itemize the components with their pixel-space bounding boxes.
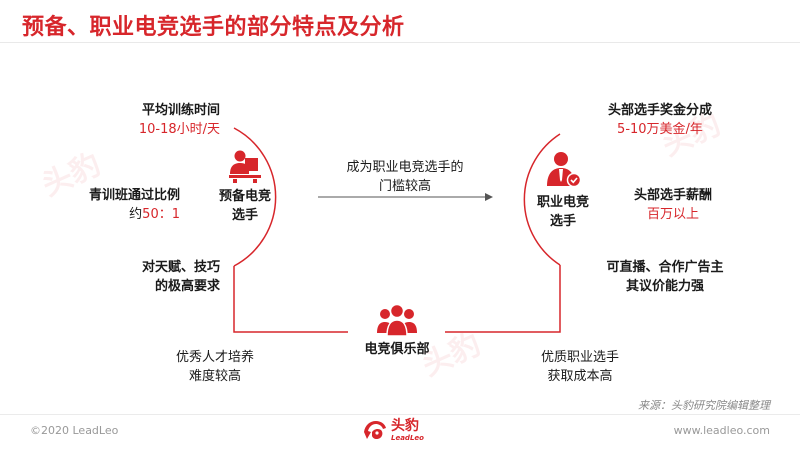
node-club-label: 电竞俱乐部	[364, 342, 430, 357]
right-arc	[523, 133, 561, 266]
node-prep-line1: 预备电竞	[218, 189, 271, 204]
logo-english-text: LeadLeo	[391, 433, 424, 442]
node-esports-club: 电竞俱乐部	[357, 303, 437, 359]
annotation-talent: 对天赋、技巧 的极高要求	[80, 258, 220, 296]
node-pro-line2: 选手	[549, 214, 576, 229]
pass-ratio-value: 50：1	[142, 207, 180, 222]
footer-copyright: ©2020 LeadLeo	[30, 424, 119, 437]
leopard-logo-icon	[364, 421, 386, 440]
annotation-salary: 头部选手薪酬 百万以上	[608, 186, 738, 224]
left-arc	[233, 127, 277, 267]
leadleo-logo: 头豹 LeadLeo	[362, 418, 424, 442]
node-prep-line2: 选手	[231, 208, 258, 223]
bonus-share-heading: 头部选手奖金分成	[607, 103, 712, 118]
node-prep-player: 预备电竞 选手	[205, 150, 285, 225]
talent-cultivation-line1: 优秀人才培养	[175, 350, 254, 365]
source-note: 来源：头豹研究院编辑整理	[638, 399, 770, 412]
acquisition-cost-line2: 获取成本高	[547, 369, 613, 384]
talent-line2: 的极高要求	[154, 279, 220, 294]
center-arrow-label-line1: 成为职业电竞选手的	[346, 160, 464, 175]
left-to-club-line	[233, 266, 348, 333]
pass-ratio-heading: 青训班通过比例	[88, 188, 180, 203]
annotation-pass-ratio: 青训班通过比例 约50：1	[40, 186, 180, 224]
annotation-commerce: 可直播、合作广告主 其议价能力强	[585, 258, 745, 296]
annotation-bonus-share: 头部选手奖金分成 5-10万美金/年	[585, 101, 735, 139]
club-to-right-line	[445, 265, 561, 333]
center-arrow-label: 成为职业电竞选手的 门槛较高	[318, 158, 492, 196]
team-group-icon	[375, 303, 419, 337]
footer-divider	[0, 414, 800, 415]
annotation-training-time: 平均训练时间 10-18小时/天	[80, 101, 220, 139]
logo-chinese-text: 头豹	[391, 417, 419, 434]
salary-value: 百万以上	[646, 207, 699, 222]
training-time-heading: 平均训练时间	[141, 103, 220, 118]
page-title: 预备、职业电竞选手的部分特点及分析	[22, 15, 405, 40]
pass-ratio-prefix: 约	[129, 207, 143, 222]
commerce-line1: 可直播、合作广告主	[606, 260, 724, 275]
node-pro-player: 职业电竞 选手	[523, 150, 603, 231]
title-divider	[0, 42, 800, 43]
person-at-laptop-icon	[225, 150, 265, 184]
acquisition-cost-line1: 优质职业选手	[540, 350, 619, 365]
training-time-value: 10-18小时/天	[138, 122, 220, 137]
talent-line1: 对天赋、技巧	[141, 260, 220, 275]
annotation-acquisition-cost: 优质职业选手 获取成本高	[520, 348, 640, 386]
commerce-line2: 其议价能力强	[625, 279, 704, 294]
professional-badge-icon	[543, 150, 583, 190]
bonus-share-value: 5-10万美金/年	[617, 122, 703, 137]
salary-heading: 头部选手薪酬	[633, 188, 712, 203]
center-arrow-label-line2: 门槛较高	[378, 179, 431, 194]
talent-cultivation-line2: 难度较高	[188, 369, 241, 384]
footer-website: www.leadleo.com	[673, 424, 770, 437]
annotation-talent-cultivation: 优秀人才培养 难度较高	[155, 348, 275, 386]
node-pro-line1: 职业电竞	[536, 195, 589, 210]
